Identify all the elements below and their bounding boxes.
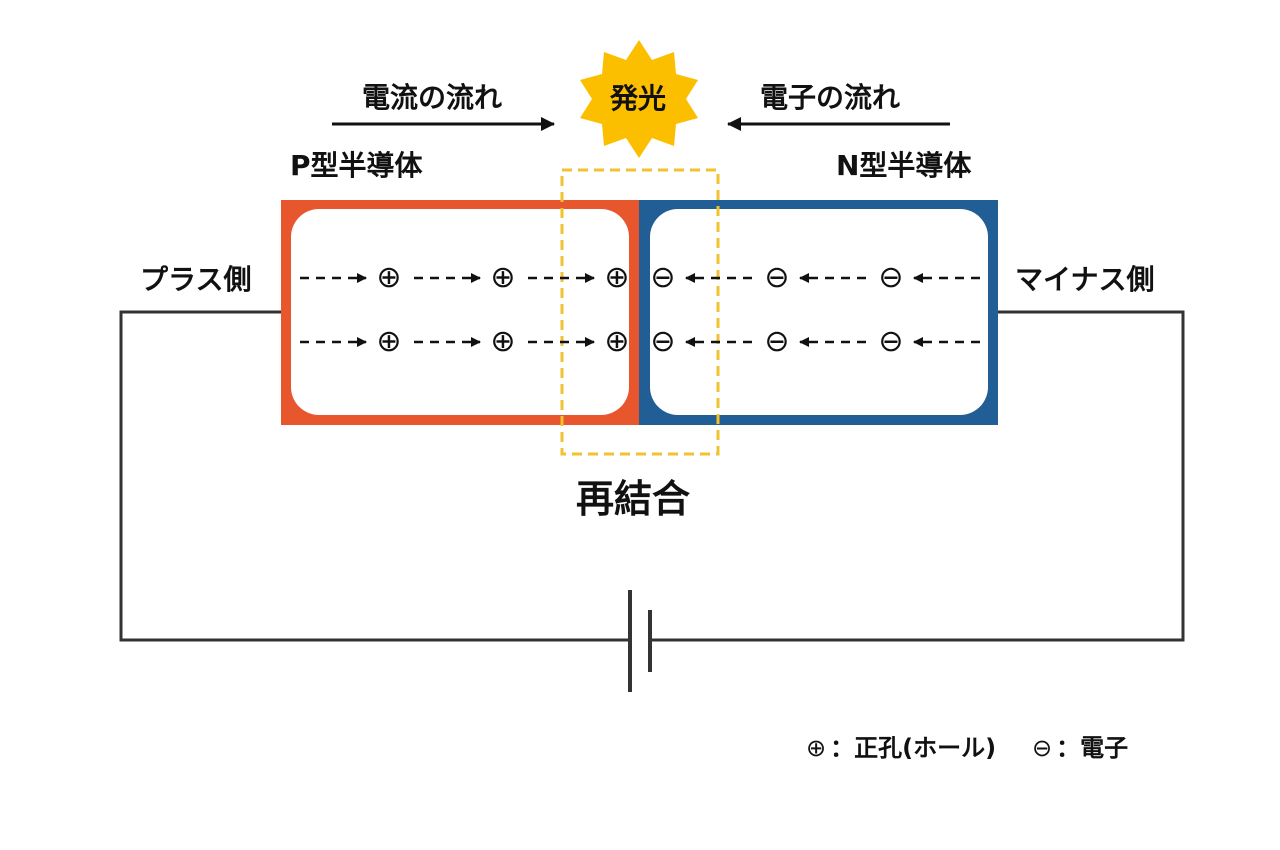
plus-side-label: プラス側 (140, 263, 252, 296)
electron-flow-label: 電子の流れ (760, 81, 901, 114)
electron-symbol: ⊖ (878, 260, 904, 295)
electron-symbol: ⊖ (650, 260, 676, 295)
electron-symbol: ⊖ (764, 324, 790, 359)
legend-electron-symbol: ⊖ (1032, 734, 1053, 762)
circuit-wire-right (650, 310, 1185, 642)
p-type-inner (291, 209, 629, 415)
legend-hole-symbol: ⊕ (806, 734, 827, 762)
hole-symbol: ⊕ (604, 324, 630, 359)
emission-star-icon (580, 40, 698, 158)
recombination-zone (560, 168, 720, 456)
n-type-label: N型半導体 (836, 149, 972, 182)
n-type-inner (650, 209, 988, 415)
electron-symbol: ⊖ (650, 324, 676, 359)
emission-label: 発光 (610, 82, 667, 115)
legend-electron-text: ：電子 (1056, 734, 1129, 762)
circuit-wire-left (119, 310, 630, 642)
hole-symbol: ⊕ (376, 260, 402, 295)
legend-hole-text: ：正孔(ホール) (830, 734, 997, 762)
hole-symbol: ⊕ (376, 324, 402, 359)
recombination-label: 再結合 (576, 477, 691, 521)
minus-side-label: マイナス側 (1015, 263, 1155, 296)
hole-symbol: ⊕ (490, 324, 516, 359)
hole-symbol: ⊕ (604, 260, 630, 295)
legend: ⊕：正孔(ホール) ⊖：電子 (806, 728, 1132, 763)
current-flow-label: 電流の流れ (362, 81, 503, 114)
hole-symbol: ⊕ (490, 260, 516, 295)
p-type-label: P型半導体 (290, 149, 423, 182)
electron-symbol: ⊖ (764, 260, 790, 295)
electron-symbol: ⊖ (878, 324, 904, 359)
